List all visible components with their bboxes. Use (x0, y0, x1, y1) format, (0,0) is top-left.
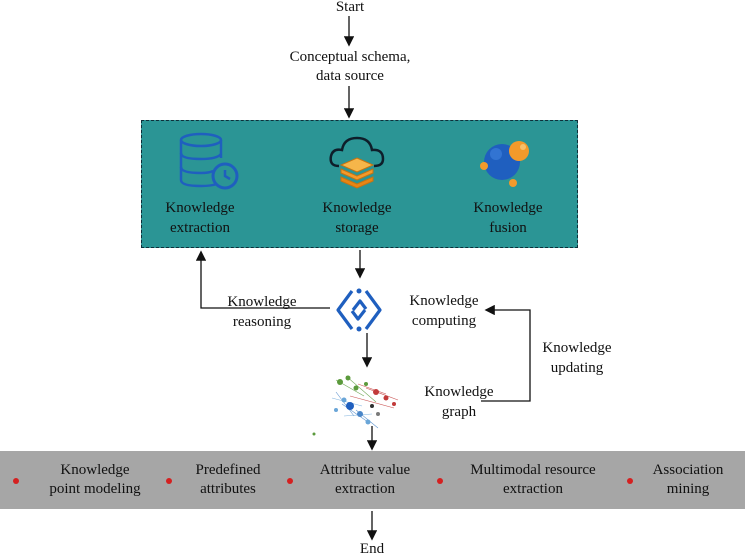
storage-label-line2: storage (335, 220, 379, 236)
bullet-3 (287, 478, 293, 484)
bullet-4 (437, 478, 443, 484)
bullet-1 (13, 478, 19, 484)
database-clock-icon (179, 132, 239, 190)
fusion-label-line2: fusion (489, 220, 527, 236)
band-item-5-line1: Association (652, 462, 724, 478)
computing-label-line2: computing (411, 313, 477, 329)
spheres-icon (480, 141, 529, 187)
reasoning-label-line2: reasoning (232, 314, 292, 330)
end-label: End (359, 541, 385, 557)
extraction-label-line2: extraction (170, 220, 230, 236)
computing-label-line1: Knowledge (409, 293, 479, 309)
band-item-4-line2: extraction (503, 481, 563, 497)
band-item-1-line2: point modeling (49, 481, 141, 497)
band-item-4-line1: Multimodal resource (470, 462, 596, 478)
extraction-label-line1: Knowledge (165, 200, 235, 216)
arrow-reasoning-feedback (195, 250, 330, 309)
input-label-line2: data source (316, 68, 384, 84)
storage-label-line1: Knowledge (322, 200, 392, 216)
arrow-updating-loop (481, 304, 531, 402)
updating-label-line1: Knowledge (542, 340, 612, 356)
reasoning-label-line1: Knowledge (227, 294, 297, 310)
cloud-layers-icon (329, 136, 385, 189)
process-band (0, 451, 745, 509)
updating-label-line2: updating (550, 360, 604, 376)
band-item-5-line2: mining (666, 481, 710, 497)
start-label: Start (335, 0, 365, 15)
band-item-3-line1: Attribute value (319, 462, 411, 478)
band-item-2-line1: Predefined (195, 462, 261, 478)
fusion-label-line1: Knowledge (473, 200, 543, 216)
input-label-line1: Conceptual schema, (289, 49, 411, 65)
graph-label-line2: graph (441, 404, 477, 420)
link-diamond-icon (336, 288, 382, 332)
bullet-2 (166, 478, 172, 484)
bullet-5 (627, 478, 633, 484)
network-graph-icon (312, 375, 399, 436)
band-item-3-line2: extraction (335, 481, 395, 497)
band-item-2-line2: attributes (200, 481, 256, 497)
band-item-1-line1: Knowledge (60, 462, 130, 478)
graph-label-line1: Knowledge (424, 384, 494, 400)
